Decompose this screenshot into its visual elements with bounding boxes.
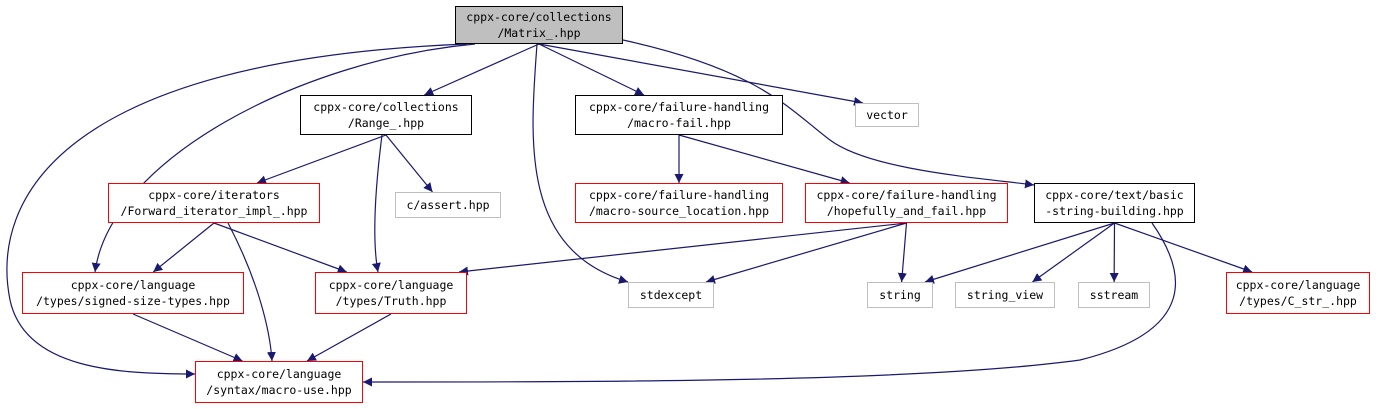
node-macro-use-hpp[interactable]: cppx-core/language /syntax/macro-use.hpp (195, 361, 363, 403)
edge-hopefully-to-stdexcept (705, 222, 907, 284)
node-label-line1: cppx-core/collections (466, 10, 612, 24)
node-label-line2: /types/signed-size-types.hpp (36, 294, 230, 308)
node-macro-fail-hpp[interactable]: cppx-core/failure-handling /macro-fail.h… (575, 95, 783, 135)
node-c-str-hpp[interactable]: cppx-core/language /types/C_str_.hpp (1226, 272, 1370, 314)
node-label-line1: cppx-core/language (328, 278, 454, 292)
node-label-line2: /Matrix_.hpp (497, 26, 581, 40)
node-label-line2: /macro-source_location.hpp (588, 204, 769, 218)
edge-hopefully-to-string (897, 222, 908, 283)
edge-fwd_iter-to-truth (213, 222, 347, 274)
node-label-line1: stdexcept (639, 288, 703, 302)
edge-matrix-to-macro_fail (538, 43, 645, 96)
node-string[interactable]: string (867, 282, 933, 308)
node-label-line1: sstream (1089, 288, 1139, 302)
edge-matrix-to-range (424, 43, 540, 96)
node-label-line1: cppx-core/iterators (148, 188, 280, 202)
edge-range-to-fwd_iter (256, 134, 387, 185)
node-hopefully-and-fail-hpp[interactable]: cppx-core/failure-handling /hopefully_an… (805, 183, 1008, 223)
node-vector[interactable]: vector (855, 103, 919, 127)
node-forward-iterator-impl-hpp[interactable]: cppx-core/iterators /Forward_iterator_im… (108, 183, 320, 223)
edge-macro_fail-to-hopefully (678, 134, 850, 185)
node-macro-source-location-hpp[interactable]: cppx-core/failure-handling /macro-source… (575, 183, 783, 223)
node-label-line2: /types/C_str_.hpp (1239, 294, 1357, 308)
node-label-line1: cppx-core/failure-handling (588, 188, 769, 202)
node-label-line1: string_view (966, 288, 1044, 302)
node-label-line2: /Forward_iterator_impl_.hpp (120, 204, 308, 218)
node-label-line1: cppx-core/language (70, 278, 196, 292)
node-string-view[interactable]: string_view (955, 282, 1055, 308)
node-label-line1: cppx-core/text/basic (1045, 188, 1184, 202)
node-label-line1: cppx-core/failure-handling (816, 188, 997, 202)
edge-basic_str-to-string_view (1032, 222, 1115, 283)
edge-range-to-c_assert (385, 134, 433, 193)
node-label-line1: c/assert.hpp (406, 198, 490, 212)
node-label-line2: /syntax/macro-use.hpp (206, 383, 352, 397)
node-sstream[interactable]: sstream (1078, 282, 1150, 308)
node-label-line2: /macro-fail.hpp (627, 116, 731, 130)
node-label-line1: cppx-core/failure-handling (588, 100, 769, 114)
node-label-line1: cppx-core/language (1235, 278, 1361, 292)
node-label-line2: /types/Truth.hpp (335, 294, 447, 308)
node-label-line1: string (879, 288, 921, 302)
node-truth-hpp[interactable]: cppx-core/language /types/Truth.hpp (315, 272, 467, 314)
node-signed-size-types-hpp[interactable]: cppx-core/language /types/signed-size-ty… (22, 272, 244, 314)
node-matrix-hpp[interactable]: cppx-core/collections /Matrix_.hpp (455, 6, 623, 44)
edge-matrix-to-basic_str (622, 39, 1035, 189)
edge-range-to-truth (371, 134, 383, 273)
node-label-line2: -string-building.hpp (1045, 204, 1184, 218)
edge-basic_str-to-macro_use (362, 222, 1176, 387)
edge-truth-to-macro_use (306, 313, 392, 362)
edge-matrix-to-macro_use (6, 43, 468, 379)
edge-basic_str-to-c_str (1114, 222, 1253, 274)
edge-hopefully-to-truth (458, 222, 907, 276)
edge-matrix-to-stdexcept (532, 43, 629, 284)
node-basic-string-building-hpp[interactable]: cppx-core/text/basic -string-building.hp… (1034, 183, 1195, 223)
node-label-line2: /hopefully_and_fail.hpp (826, 204, 987, 218)
edge-basic_str-to-string (924, 222, 1115, 284)
edge-matrix-to-signed_size (91, 43, 476, 273)
node-c-assert-hpp[interactable]: c/assert.hpp (395, 192, 501, 218)
node-range-hpp[interactable]: cppx-core/collections /Range_.hpp (300, 95, 472, 135)
edge-signed_size-to-macro_use (132, 313, 243, 362)
edge-fwd_iter-to-macro_use (227, 222, 276, 362)
node-label-line1: cppx-core/language (216, 367, 342, 381)
edge-matrix-to-vector (538, 43, 864, 106)
node-label-line1: vector (866, 108, 908, 122)
node-label-line1: cppx-core/collections (313, 100, 459, 114)
node-stdexcept[interactable]: stdexcept (628, 282, 714, 308)
edge-fwd_iter-to-signed_size (152, 222, 215, 273)
node-label-line2: /Range_.hpp (347, 116, 425, 130)
